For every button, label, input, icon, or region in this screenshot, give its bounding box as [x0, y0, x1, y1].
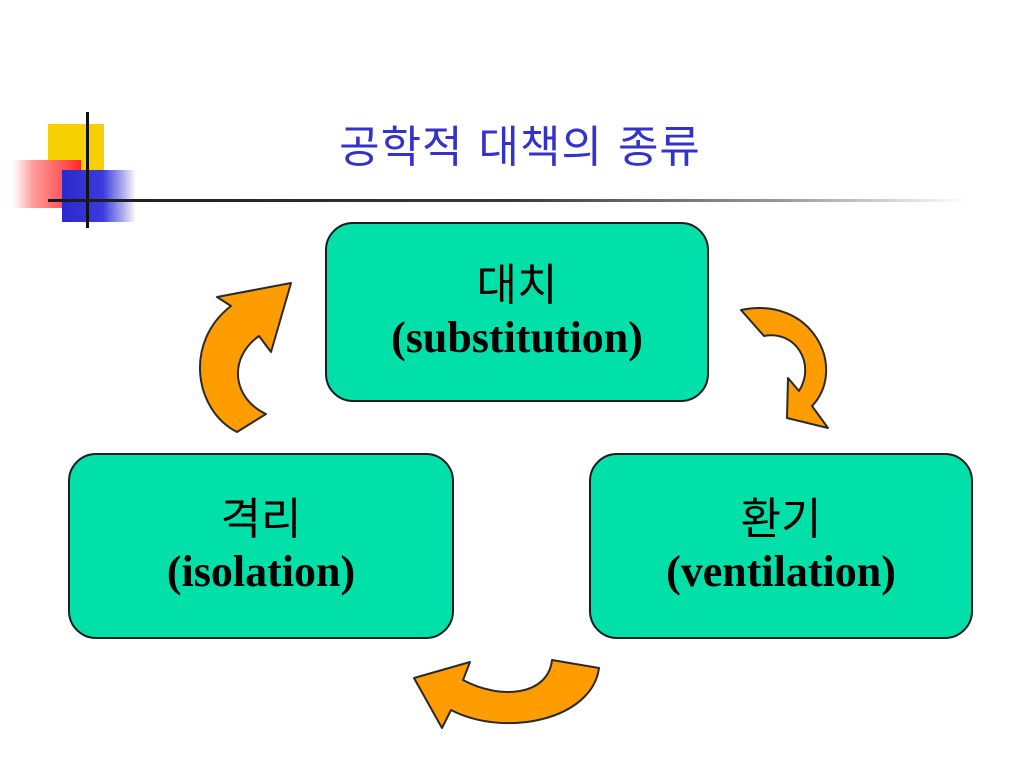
node-substitution-english: (substitution) [391, 313, 643, 362]
node-ventilation: 환기 (ventilation) [589, 453, 973, 639]
decor-blue-square [62, 170, 136, 222]
node-isolation-english: (isolation) [166, 547, 356, 596]
node-ventilation-english: (ventilation) [666, 547, 896, 596]
node-substitution-korean: 대치 [476, 260, 558, 311]
slide-title: 공학적 대책의 종류 [339, 122, 701, 173]
node-substitution: 대치 (substitution) [325, 222, 709, 402]
decor-vertical-line [86, 112, 89, 228]
node-ventilation-korean: 환기 [740, 494, 822, 545]
node-isolation: 격리 (isolation) [68, 453, 454, 639]
curved-arrow-icon-bottom [413, 659, 600, 729]
curved-arrow-icon-right [740, 307, 829, 429]
node-isolation-korean: 격리 [220, 494, 302, 545]
title-underline [48, 199, 968, 202]
curved-arrow-icon-left [199, 282, 292, 433]
